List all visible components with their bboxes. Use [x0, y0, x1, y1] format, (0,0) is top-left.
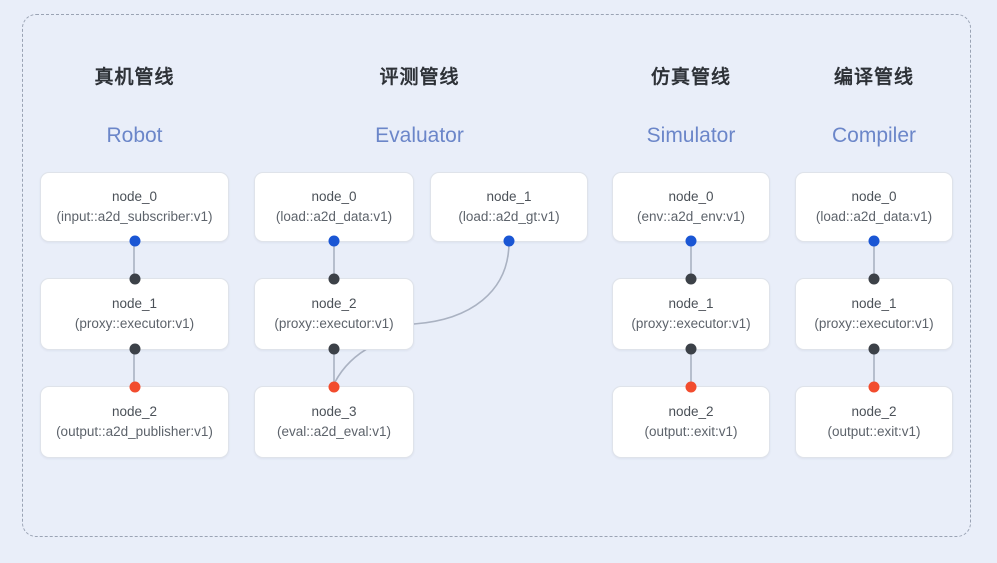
- node-name: node_1: [111, 295, 158, 311]
- node-type: (proxy::executor:v1): [814, 315, 934, 331]
- node-simulator-2[interactable]: node_2 (output::exit:v1): [612, 381, 770, 458]
- node-simulator-1[interactable]: node_1 (proxy::executor:v1): [612, 273, 770, 355]
- port-input-dark[interactable]: [685, 273, 697, 285]
- node-type: (proxy::executor:v1): [631, 315, 751, 331]
- edge-eval-gt-to-executor: [413, 241, 510, 325]
- node-name: node_2: [668, 403, 714, 419]
- column-title-cn-simulator: 仿真管线: [650, 67, 731, 88]
- port-output-blue[interactable]: [868, 235, 880, 247]
- node-robot-1[interactable]: node_1 (proxy::executor:v1): [40, 273, 229, 355]
- node-evaluator-gt[interactable]: node_1 (load::a2d_gt:v1): [430, 172, 588, 247]
- port-input-dark[interactable]: [129, 273, 140, 285]
- node-name: node_1: [851, 295, 897, 311]
- node-evaluator-2[interactable]: node_3 (eval::a2d_eval:v1): [254, 381, 414, 458]
- edge-eval-executor-to-eval: [333, 345, 373, 385]
- port-output-blue[interactable]: [328, 235, 340, 247]
- column-title-en-simulator: Simulator: [646, 124, 736, 147]
- column-title-cn-compiler: 编译管线: [833, 67, 914, 88]
- column-title-cn-evaluator: 评测管线: [379, 67, 460, 88]
- node-type: (proxy::executor:v1): [74, 315, 195, 331]
- node-compiler-1[interactable]: node_1 (proxy::executor:v1): [795, 273, 953, 355]
- node-name: node_2: [111, 403, 158, 419]
- column-title-en-robot: Robot: [106, 124, 163, 147]
- port-output-dark[interactable]: [129, 343, 140, 355]
- node-evaluator-1[interactable]: node_2 (proxy::executor:v1): [254, 273, 414, 355]
- node-name: node_0: [851, 188, 897, 204]
- node-type: (output::exit:v1): [644, 423, 738, 439]
- node-name: node_0: [111, 188, 158, 204]
- node-name: node_2: [851, 403, 897, 419]
- port-output-blue[interactable]: [129, 235, 140, 247]
- port-input-red[interactable]: [129, 381, 140, 393]
- port-output-dark[interactable]: [685, 343, 697, 355]
- port-output-dark[interactable]: [328, 343, 340, 355]
- node-simulator-0[interactable]: node_0 (env::a2d_env:v1): [612, 172, 770, 247]
- node-compiler-0[interactable]: node_0 (load::a2d_data:v1): [795, 172, 953, 247]
- port-input-dark[interactable]: [328, 273, 340, 285]
- node-type: (load::a2d_data:v1): [815, 208, 933, 224]
- port-input-red[interactable]: [328, 381, 340, 393]
- column-title-en-evaluator: Evaluator: [375, 124, 464, 147]
- port-input-red[interactable]: [685, 381, 697, 393]
- node-name: node_3: [311, 403, 357, 419]
- port-input-dark[interactable]: [868, 273, 880, 285]
- port-input-red[interactable]: [868, 381, 880, 393]
- node-type: (output::exit:v1): [827, 423, 921, 439]
- node-name: node_0: [311, 188, 357, 204]
- node-name: node_1: [486, 188, 532, 204]
- node-type: (input::a2d_subscriber:v1): [56, 208, 213, 224]
- column-title-cn-robot: 真机管线: [94, 67, 175, 88]
- node-type: (load::a2d_data:v1): [275, 208, 393, 224]
- node-robot-2[interactable]: node_2 (output::a2d_publisher:v1): [40, 381, 229, 458]
- node-compiler-2[interactable]: node_2 (output::exit:v1): [795, 381, 953, 458]
- node-robot-0[interactable]: node_0 (input::a2d_subscriber:v1): [40, 172, 229, 247]
- node-name: node_1: [668, 295, 714, 311]
- node-name: node_2: [311, 295, 357, 311]
- column-title-en-compiler: Compiler: [831, 124, 917, 147]
- node-type: (env::a2d_env:v1): [636, 208, 746, 224]
- node-name: node_0: [668, 188, 714, 204]
- node-type: (eval::a2d_eval:v1): [276, 423, 392, 439]
- diagram-outer-frame: [22, 14, 971, 537]
- port-output-blue[interactable]: [503, 235, 515, 247]
- port-output-blue[interactable]: [685, 235, 697, 247]
- node-type: (output::a2d_publisher:v1): [56, 423, 213, 439]
- node-type: (load::a2d_gt:v1): [458, 208, 560, 224]
- node-evaluator-0[interactable]: node_0 (load::a2d_data:v1): [254, 172, 414, 247]
- port-output-dark[interactable]: [868, 343, 880, 355]
- node-type: (proxy::executor:v1): [274, 315, 394, 331]
